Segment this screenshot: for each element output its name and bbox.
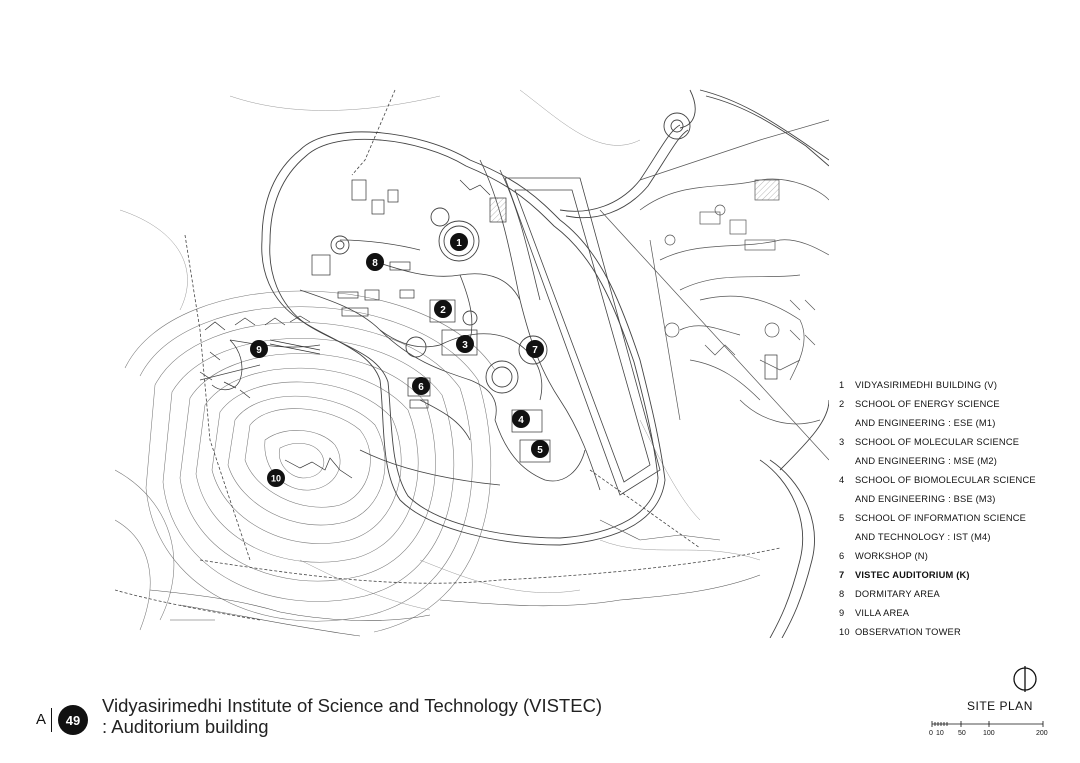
marker-2-label: 2: [440, 305, 446, 316]
marker-5-dot: [531, 440, 549, 458]
marker-1-label: 1: [456, 238, 462, 249]
marker-1-dot: [450, 233, 468, 251]
legend-item-6: 6 WORKSHOP (N): [839, 547, 1069, 566]
legend-number: 7: [839, 570, 845, 580]
legend-item-7: 7 VISTEC AUDITORIUM (K): [839, 566, 1069, 585]
marker-9-dot: [250, 340, 268, 358]
scale-label-10: 10: [936, 730, 944, 737]
legend-label: VIDYASIRIMEDHI BUILDING (V): [855, 380, 998, 390]
marker-1[interactable]: 1: [450, 233, 468, 251]
legend-number: 1: [839, 380, 845, 390]
page-section-letter: A: [36, 708, 53, 732]
legend-label: SCHOOL OF ENERGY SCIENCE: [855, 399, 1000, 409]
legend-label: SCHOOL OF BIOMOLECULAR SCIENCE: [855, 475, 1036, 485]
marker-9[interactable]: 9: [250, 340, 268, 358]
marker-7[interactable]: 7: [526, 340, 544, 358]
marker-3[interactable]: 3: [456, 335, 474, 353]
scale-label-100: 100: [983, 730, 995, 737]
east-campus: [599, 119, 829, 461]
marker-8-dot: [366, 253, 384, 271]
marker-3-dot: [456, 335, 474, 353]
legend-item-3: 3 SCHOOL OF MOLECULAR SCIENCE: [839, 433, 1069, 452]
legend-label: SCHOOL OF INFORMATION SCIENCE: [855, 513, 1027, 523]
legend-label: VILLA AREA: [855, 608, 910, 618]
legend-label-continued: AND ENGINEERING : ESE (M1): [855, 418, 996, 428]
marker-7-label: 7: [532, 345, 538, 356]
runway-strip: [504, 177, 661, 496]
access-roads: [559, 89, 829, 638]
legend-label: OBSERVATION TOWER: [855, 627, 961, 637]
roundabouts: [330, 112, 691, 394]
scale-label-200: 200: [1036, 730, 1048, 737]
legend-item-8: 8 DORMITARY AREA: [839, 585, 1069, 604]
legend-item-5: 5 SCHOOL OF INFORMATION SCIENCE: [839, 509, 1069, 528]
marker-3-label: 3: [462, 340, 468, 351]
legend-label-continued: AND ENGINEERING : MSE (M2): [855, 456, 998, 466]
contour-lines: [115, 290, 496, 633]
scale-label-50: 50: [958, 730, 966, 737]
site-plan-label: SITE PLAN: [967, 699, 1033, 713]
marker-2-dot: [434, 300, 452, 318]
legend-item-2: 2 SCHOOL OF ENERGY SCIENCE: [839, 395, 1069, 414]
marker-10[interactable]: 10: [267, 469, 285, 487]
legend-label: DORMITARY AREA: [855, 589, 940, 599]
terrain-lines: [119, 89, 761, 611]
map-legend: 1 VIDYASIRIMEDHI BUILDING (V) 2 SCHOOL O…: [839, 376, 1069, 642]
page-number-badge: 49: [58, 705, 89, 735]
map-markers: 1 2 3 4 5 6 7 8: [250, 233, 549, 487]
marker-6-label: 6: [418, 382, 424, 393]
marker-8-label: 8: [372, 258, 378, 269]
marker-6-dot: [412, 377, 430, 395]
legend-number: 5: [839, 513, 845, 523]
legend-number: 2: [839, 399, 845, 409]
legend-number: 9: [839, 608, 845, 618]
buildings: [199, 179, 551, 479]
scale-bar: 0 10 50 100 200: [929, 721, 1048, 737]
scale-label-0: 0: [929, 730, 933, 737]
marker-8[interactable]: 8: [366, 253, 384, 271]
page-title: Vidyasirimedhi Institute of Science and …: [102, 695, 602, 737]
legend-number: 8: [839, 589, 845, 599]
legend-label-continued: AND ENGINEERING : BSE (M3): [855, 494, 996, 504]
legend-number: 4: [839, 475, 845, 485]
marker-6[interactable]: 6: [412, 377, 430, 395]
marker-7-dot: [526, 340, 544, 358]
marker-2[interactable]: 2: [434, 300, 452, 318]
legend-number: 6: [839, 551, 845, 561]
page-label: A 49: [36, 705, 89, 735]
legend-label: VISTEC AUDITORIUM (K): [855, 570, 970, 580]
legend-item-10: 10 OBSERVATION TOWER: [839, 623, 1069, 642]
legend-number: 10: [839, 627, 850, 637]
marker-4-label: 4: [518, 415, 524, 426]
marker-5[interactable]: 5: [531, 440, 549, 458]
marker-10-dot: [267, 469, 285, 487]
title-line-1: Vidyasirimedhi Institute of Science and …: [102, 695, 603, 716]
legend-label: SCHOOL OF MOLECULAR SCIENCE: [855, 437, 1020, 447]
legend-item-1: 1 VIDYASIRIMEDHI BUILDING (V): [839, 376, 1069, 395]
marker-4[interactable]: 4: [512, 410, 530, 428]
marker-4-dot: [512, 410, 530, 428]
marker-10-label: 10: [271, 474, 281, 484]
north-arrow-icon: [1013, 666, 1037, 692]
legend-item-4: 4 SCHOOL OF BIOMOLECULAR SCIENCE: [839, 471, 1069, 490]
marker-9-label: 9: [256, 345, 262, 356]
marker-5-label: 5: [537, 445, 543, 456]
legend-label: WORKSHOP (N): [855, 551, 928, 561]
legend-number: 3: [839, 437, 845, 447]
title-line-2: : Auditorium building: [102, 716, 269, 737]
legend-item-9: 9 VILLA AREA: [839, 604, 1069, 623]
ring-road: [261, 131, 666, 546]
legend-label-continued: AND TECHNOLOGY : IST (M4): [855, 532, 991, 542]
